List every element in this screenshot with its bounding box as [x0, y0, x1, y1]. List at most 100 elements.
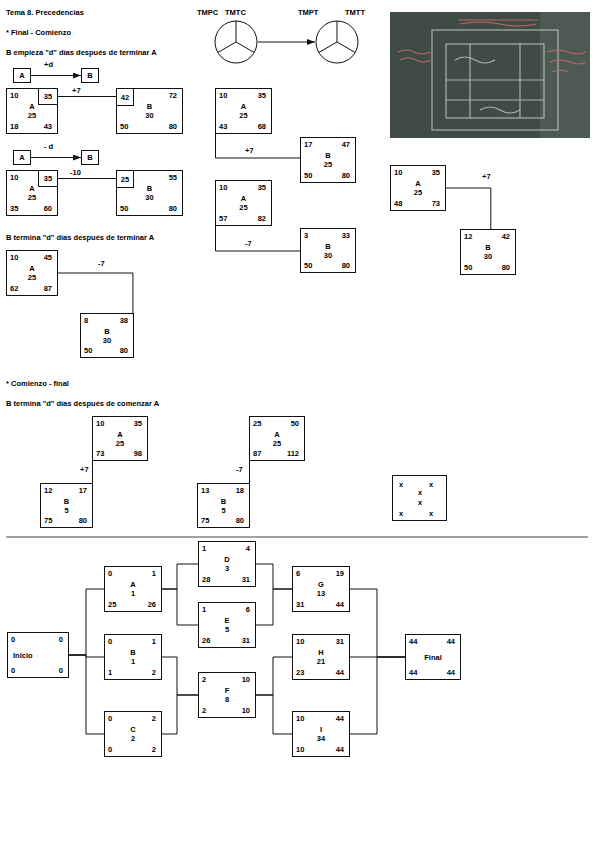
node-text: B [461, 243, 515, 252]
connector-line [58, 178, 116, 179]
node-text: 44 [336, 714, 344, 723]
node-text: x [429, 480, 433, 489]
node-text: 82 [258, 214, 266, 223]
node-text: B [301, 151, 355, 160]
node-text: 98 [134, 449, 142, 458]
activity-box: 00Inicio00 [7, 632, 69, 678]
node-text: 0 [11, 666, 15, 675]
chalk-line [519, 44, 520, 118]
node-text: 1 [108, 668, 112, 677]
chalk-line [446, 99, 544, 100]
node-text: I [293, 725, 349, 734]
node-text: D [199, 555, 255, 564]
node-text: 10 [96, 419, 104, 428]
activity-box: 10A25356035 [6, 170, 58, 216]
node-text: 80 [169, 204, 177, 213]
node-text: 4 [246, 544, 250, 553]
node-text: 80 [120, 346, 128, 355]
lag-label: +7 [80, 465, 89, 474]
node-text: 80 [236, 516, 244, 525]
node-text: 31 [242, 636, 250, 645]
node-text: E [199, 616, 255, 625]
circle-divider [337, 42, 355, 53]
activity-box: B [81, 150, 99, 165]
node-text: 50 [304, 261, 312, 270]
node-text: TMTT [345, 8, 365, 17]
node-text: A [105, 580, 161, 589]
circle-outline [214, 20, 258, 64]
stage-circle: TMPTTMTT [315, 20, 359, 64]
node-text: 80 [169, 122, 177, 131]
highlight-cell: 35 [38, 88, 58, 105]
node-text: 8 [199, 695, 255, 704]
node-text: 8 [84, 316, 88, 325]
node-text: B [81, 327, 133, 336]
activity-box: 1318B57580 [197, 483, 250, 528]
node-text: 31 [296, 600, 304, 609]
node-text: 42 [117, 93, 133, 102]
lag-label: +d [44, 60, 53, 69]
node-text: 25 [301, 160, 355, 169]
lag-label: - d [44, 142, 53, 151]
node-text: 68 [258, 122, 266, 131]
node-text: A [250, 430, 304, 439]
node-text: 0 [108, 714, 112, 723]
node-text: 35 [134, 419, 142, 428]
node-text: 31 [336, 637, 344, 646]
node-text: 80 [79, 516, 87, 525]
lag-label: -7 [98, 259, 105, 268]
node-text: 0 [59, 635, 63, 644]
node-text: 12 [44, 486, 52, 495]
node-text: 30 [117, 193, 182, 202]
node-text: 44 [447, 637, 455, 646]
connector-line [31, 157, 81, 158]
node-text: 0 [108, 745, 112, 754]
node-text: 2 [152, 745, 156, 754]
circle-divider [337, 21, 338, 42]
node-text: 2 [105, 734, 161, 743]
node-text: TMPT [298, 8, 318, 17]
circle-divider [218, 42, 236, 53]
node-text: 43 [44, 122, 52, 131]
section-heading: B empieza "d" días después de terminar A [6, 48, 157, 57]
activity-box: 1035A254873 [390, 165, 446, 211]
lag-label: -10 [70, 168, 81, 177]
node-text: x [399, 509, 403, 518]
node-text: 2 [202, 675, 206, 684]
node-text: 18 [10, 122, 18, 131]
node-text: x [399, 480, 403, 489]
node-text: 50 [464, 263, 472, 272]
node-text: Inicio [13, 651, 33, 660]
node-text: 1 [152, 569, 156, 578]
node-text: 0 [108, 569, 112, 578]
activity-box: 619G133144 [292, 566, 350, 612]
lag-label: -7 [245, 239, 252, 248]
activity-box: 10A25184335 [6, 88, 58, 134]
node-text: 43 [219, 122, 227, 131]
node-text: 0 [59, 666, 63, 675]
activity-box: 72B30508042 [116, 88, 183, 134]
lag-label: +7 [482, 172, 491, 181]
node-text: B [82, 71, 98, 80]
activity-box: 16E52631 [198, 602, 256, 648]
node-text: A [391, 179, 445, 188]
connector-line [216, 134, 301, 158]
circle-divider [236, 21, 237, 42]
node-text: 44 [336, 668, 344, 677]
chalk-lines [432, 30, 558, 130]
node-text: F [199, 686, 255, 695]
circle-shape [215, 21, 257, 63]
node-text: 10 [296, 745, 304, 754]
section-heading: * Final - Comienzo [6, 28, 71, 37]
chalk-red-notes [398, 20, 586, 72]
photo-background [390, 12, 590, 138]
connector-line [249, 461, 250, 483]
node-text: B [105, 648, 161, 657]
connector-line [256, 564, 292, 589]
chalk-scribble [455, 57, 495, 63]
chalk-rect [432, 30, 558, 130]
node-text: 44 [336, 600, 344, 609]
node-text: 10 [10, 173, 18, 182]
node-text: 25 [93, 439, 147, 448]
